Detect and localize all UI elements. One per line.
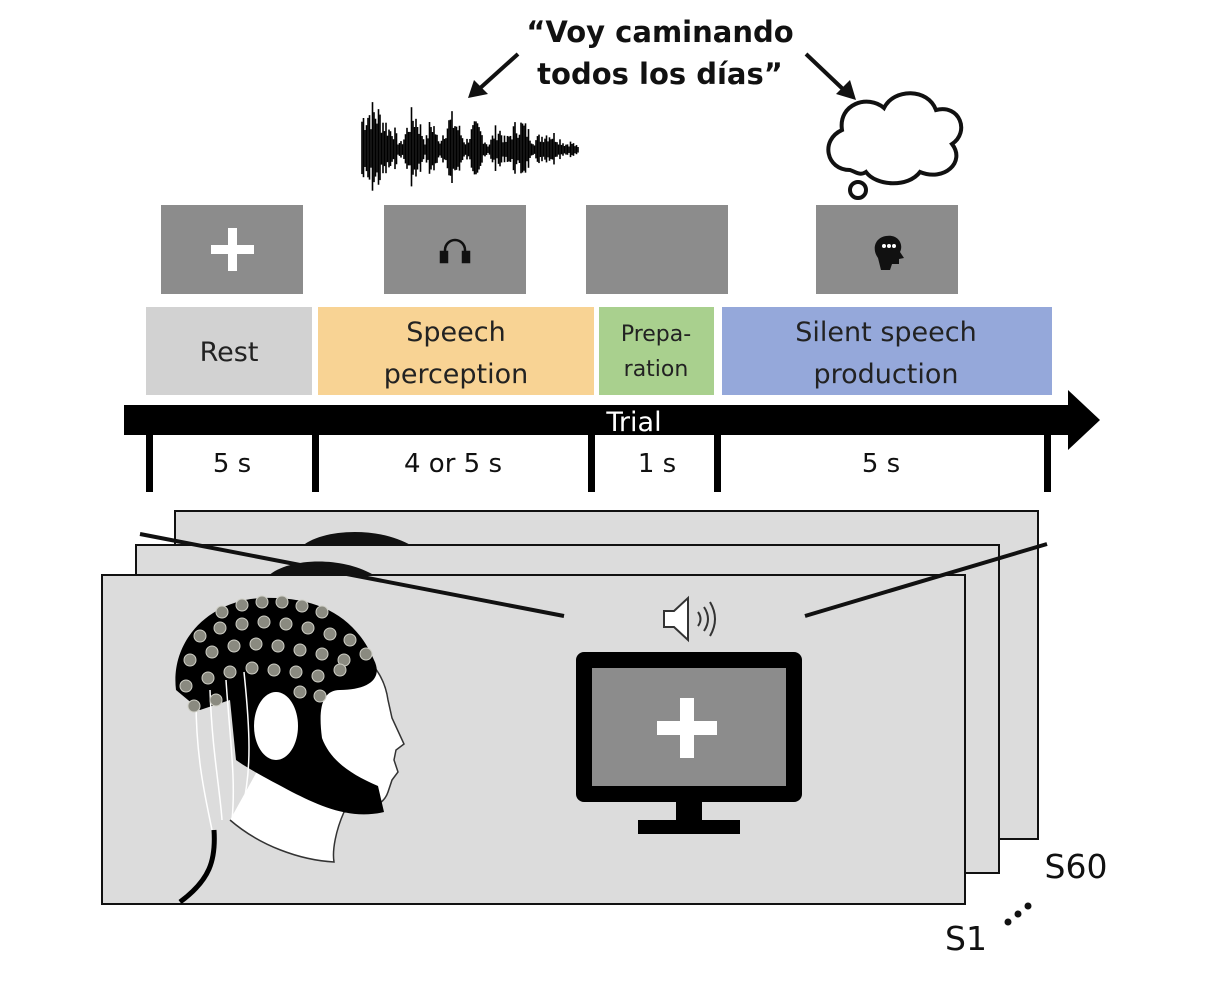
- waveform-icon: [361, 102, 579, 191]
- phase-label-rest: Rest: [200, 337, 259, 368]
- tick-1: [312, 430, 319, 492]
- electrode: [215, 605, 229, 619]
- subject-first-label: S1: [945, 919, 987, 958]
- electrode: [293, 685, 307, 699]
- electrode: [267, 663, 281, 677]
- duration-rest: 5 s: [213, 449, 251, 479]
- electrode: [179, 679, 193, 693]
- electrode: [343, 633, 357, 647]
- phase-label-prep-2: ration: [624, 357, 689, 382]
- electrode: [249, 637, 263, 651]
- phase-label-silent-1: Silent speech: [795, 317, 976, 348]
- monitor-icon: [576, 652, 802, 834]
- electrode: [301, 621, 315, 635]
- screen-preparation: [586, 205, 728, 294]
- phase-label-speech-1: Speech: [406, 317, 505, 348]
- electrode: [315, 605, 329, 619]
- duration-preparation: 1 s: [638, 449, 676, 479]
- electrode: [235, 617, 249, 631]
- electrode: [333, 663, 347, 677]
- subject-ellipsis: [1004, 902, 1032, 926]
- thought-cloud-icon: [826, 91, 964, 200]
- trial-timeline-arrow: Trial: [124, 390, 1100, 450]
- phase-bar-preparation: Prepa- ration: [599, 307, 714, 395]
- phase-label-prep-1: Prepa-: [621, 322, 691, 347]
- speaker-icon: [663, 595, 716, 643]
- quote-line-2: todos los días”: [537, 57, 783, 91]
- electrode: [311, 669, 325, 683]
- electrode: [245, 661, 259, 675]
- electrode: [293, 643, 307, 657]
- duration-speech-perception: 4 or 5 s: [404, 449, 502, 479]
- perspective-line-right: [804, 542, 1048, 618]
- electrode: [289, 665, 303, 679]
- eeg-cap-head-icon: [175, 595, 405, 905]
- screen-rest: [161, 205, 303, 294]
- duration-silent-speech: 5 s: [862, 449, 900, 479]
- electrode: [359, 647, 373, 661]
- subject-last-label: S60: [1045, 847, 1108, 886]
- electrode: [323, 627, 337, 641]
- phase-label-speech-2: perception: [384, 359, 529, 390]
- electrode: [201, 671, 215, 685]
- tick-3: [714, 430, 721, 492]
- electrode: [193, 629, 207, 643]
- electrode: [279, 617, 293, 631]
- electrode: [183, 653, 197, 667]
- electrode: [227, 639, 241, 653]
- trial-label: Trial: [605, 407, 661, 438]
- phase-bar-speech-perception: Speech perception: [318, 307, 594, 395]
- tick-2: [588, 430, 595, 492]
- phase-bar-silent-speech: Silent speech production: [722, 307, 1052, 395]
- tick-4: [1044, 430, 1051, 492]
- quote-arrow-left: [468, 52, 520, 98]
- phase-bar-rest: Rest: [146, 307, 312, 395]
- headphones-icon: [439, 238, 471, 264]
- electrode: [187, 699, 201, 713]
- electrode: [315, 647, 329, 661]
- electrode: [209, 693, 223, 707]
- electrode: [223, 665, 237, 679]
- electrode: [313, 689, 327, 703]
- tick-0: [146, 430, 153, 492]
- electrode: [271, 639, 285, 653]
- electrode: [255, 595, 269, 609]
- electrode: [257, 615, 271, 629]
- screen-silent-speech: [816, 205, 958, 294]
- timeline-ticks: [146, 430, 1051, 492]
- electrode: [235, 598, 249, 612]
- fixation-cross-icon: [211, 228, 254, 271]
- quote-arrow-right: [804, 52, 856, 100]
- electrode: [295, 599, 309, 613]
- electrode: [213, 621, 227, 635]
- thinking-head-icon: [874, 235, 904, 270]
- electrode: [275, 595, 289, 609]
- phase-label-silent-2: production: [814, 359, 959, 390]
- electrode: [205, 645, 219, 659]
- quote-line-1: “Voy caminando: [526, 15, 793, 49]
- screen-speech-perception: [384, 205, 526, 294]
- perspective-line-left: [139, 532, 565, 618]
